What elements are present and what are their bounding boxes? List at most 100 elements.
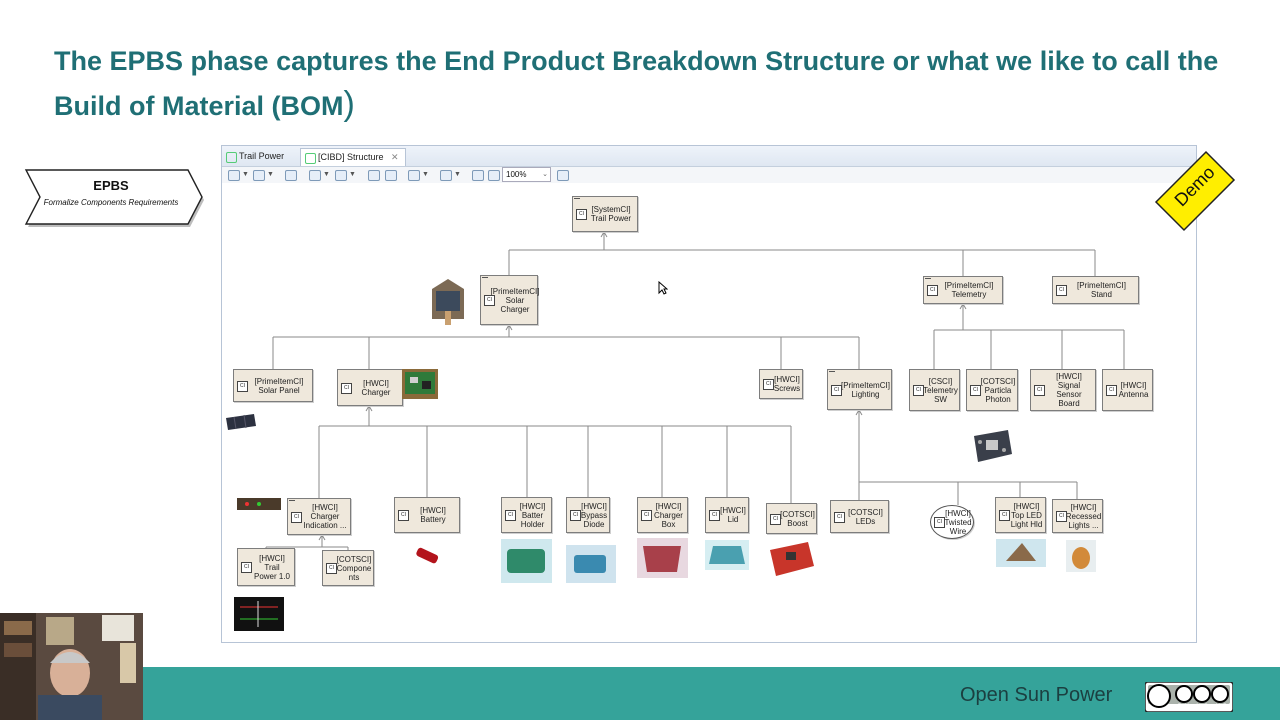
node-trail-power[interactable]: CI[SystemCI] Trail Power	[572, 196, 638, 232]
zoom-out-icon[interactable]	[488, 170, 500, 181]
filter-icon[interactable]	[335, 170, 347, 181]
diagram-icon	[226, 152, 237, 163]
ci-icon: CI	[398, 510, 409, 521]
node-charger[interactable]: CI [HWCI] Charger	[337, 369, 403, 406]
link-icon[interactable]	[285, 170, 297, 181]
ci-icon: CI	[326, 563, 337, 574]
particle-photon-photo	[974, 430, 1012, 462]
node-leds[interactable]: CI[COTSCI] LEDs	[830, 500, 889, 533]
node-label: [HWCI] Lid	[720, 506, 746, 524]
node-label: [HWCI] Signal Sensor Board	[1056, 372, 1082, 408]
node-telemetry[interactable]: CI [PrimeItemCI] Telemetry	[923, 276, 1003, 304]
node-battery[interactable]: CI[HWCI] Battery	[394, 497, 460, 533]
epbs-arrow-badge	[24, 169, 204, 227]
ci-icon: CI	[1056, 511, 1067, 522]
node-screws[interactable]: CI[HWCI] Screws	[759, 369, 803, 399]
tree-icon[interactable]	[408, 170, 420, 181]
ci-icon: CI	[834, 511, 845, 523]
zoom-in-icon[interactable]	[472, 170, 484, 181]
node-charger-indication[interactable]: CI[HWCI] Charger Indication ...	[287, 498, 351, 535]
node-label: [SystemCI] Trail Power	[590, 205, 632, 223]
ci-icon: CI	[927, 285, 938, 296]
node-label: [COTSCI] LEDs	[848, 507, 883, 526]
zoom-select[interactable]: 100%⌄	[502, 167, 551, 182]
node-telemetry-sw[interactable]: CI[CSCI] Telemetry SW	[909, 369, 960, 411]
node-stand[interactable]: CI [PrimeItemCI] Stand	[1052, 276, 1139, 304]
node-trail-power-1[interactable]: CI[HWCI] Trail Power 1.0	[237, 548, 295, 586]
ci-icon: CI	[970, 385, 981, 396]
node-top-led-light-hld[interactable]: CI[HWCI] Top LED Light Hld	[995, 497, 1046, 533]
recessed-light-photo	[1066, 540, 1096, 572]
batter-holder-photo	[501, 539, 552, 583]
node-label: [PrimeItemCI] Lighting	[841, 380, 890, 399]
dropdown-arrow-icon[interactable]: ▼	[349, 171, 356, 178]
ci-icon: CI	[641, 510, 652, 521]
footer-bar	[143, 667, 1280, 720]
node-label: [HWCI] Charger	[361, 378, 391, 397]
layout-icon[interactable]	[228, 170, 240, 181]
node-label: [HWCI] Charger Indication ...	[303, 503, 347, 530]
select-icon[interactable]	[309, 170, 321, 181]
arrange-icon[interactable]	[253, 170, 265, 181]
charger-board-photo	[402, 369, 438, 399]
epbs-title: EPBS	[93, 178, 129, 193]
close-tab-icon[interactable]: ✕	[391, 152, 399, 162]
dropdown-arrow-icon[interactable]: ▼	[454, 171, 461, 178]
ci-icon: CI	[505, 510, 516, 521]
ci-icon: CI	[831, 384, 842, 396]
node-components[interactable]: CI[COTSCI] Compone nts	[322, 550, 374, 586]
ci-icon: CI	[341, 382, 352, 394]
ci-icon: CI	[237, 380, 248, 392]
node-solar-charger[interactable]: CI[PrimeItemCI] Solar Charger	[480, 275, 539, 325]
node-signal-sensor-board[interactable]: CI [HWCI] Signal Sensor Board	[1030, 369, 1096, 411]
node-label: [PrimeItemCI] Stand	[1077, 281, 1126, 299]
ci-icon: CI	[913, 385, 924, 396]
dropdown-arrow-icon[interactable]: ▼	[267, 171, 274, 178]
node-label: [HWCI] Top LED Light Hld	[1010, 501, 1043, 529]
node-label: [COTSCI] Boost	[780, 509, 815, 528]
dropdown-arrow-icon[interactable]: ▼	[323, 171, 330, 178]
diagram-icon	[305, 153, 316, 164]
solar-charger-photo	[432, 279, 464, 325]
boost-board-photo	[770, 542, 814, 576]
node-particle-photon[interactable]: CI[COTSCI] Particla Photon	[966, 369, 1018, 411]
diagram-toolbar: ▼ ▼ ▼ ▼ ▼ ▼	[222, 167, 1196, 183]
clipboard-icon[interactable]	[440, 170, 452, 181]
footer-brand: Open Sun Power	[960, 684, 1113, 706]
ci-icon: CI	[484, 295, 495, 306]
node-lighting[interactable]: CI[PrimeItemCI] Lighting	[827, 369, 892, 410]
tab-label: Trail Power	[239, 151, 285, 161]
node-label: [HWCI] Twisted Wire	[944, 508, 972, 536]
zoom-value: 100%	[506, 170, 527, 179]
ci-icon: CI	[1106, 385, 1117, 396]
node-bypass-diode[interactable]: CI[HWCI] Bypass Diode	[566, 497, 610, 533]
tab-trail-power[interactable]: Trail Power	[222, 148, 290, 165]
node-label: [PrimeItemCI] Telemetry	[944, 281, 994, 299]
collapse-icon	[482, 277, 488, 281]
dropdown-arrow-icon[interactable]: ▼	[242, 171, 249, 178]
mouse-cursor-icon	[658, 281, 668, 295]
node-batter-holder[interactable]: CI[HWCI] Batter Holder	[501, 497, 552, 533]
node-boost[interactable]: CI[COTSCI] Boost	[766, 503, 817, 534]
ci-icon: CI	[1034, 385, 1045, 396]
tab-cibd-structure[interactable]: [CIBD] Structure ✕	[300, 148, 406, 166]
node-label: [HWCI] Bypass Diode	[580, 501, 608, 529]
refresh-icon[interactable]	[368, 170, 380, 181]
node-charger-box[interactable]: CI[HWCI] Charger Box	[637, 497, 688, 533]
node-label: [COTSCI] Compone nts	[336, 554, 372, 582]
ci-icon: CI	[1056, 285, 1067, 296]
node-lid[interactable]: CI[HWCI] Lid	[705, 497, 749, 533]
export-icon[interactable]	[385, 170, 397, 181]
dropdown-arrow-icon[interactable]: ▼	[422, 171, 429, 178]
node-twisted-wire[interactable]: CI[HWCI] Twisted Wire	[930, 505, 974, 539]
node-recessed-lights[interactable]: CI[HWCI] Recessed Lights ...	[1052, 499, 1103, 533]
node-antenna[interactable]: CI[HWCI] Antenna	[1102, 369, 1153, 411]
camera-icon[interactable]	[557, 170, 569, 181]
tab-label: [CIBD] Structure	[318, 152, 384, 162]
ci-icon: CI	[999, 510, 1010, 521]
epbs-subtitle: Formalize Components Requirements	[43, 198, 179, 207]
collapse-icon	[289, 500, 295, 504]
node-solar-panel[interactable]: CI [PrimeItemCI] Solar Panel	[233, 369, 313, 402]
node-label: [PrimeItemCI] Solar Panel	[254, 376, 304, 395]
schematic-photo	[234, 597, 284, 631]
